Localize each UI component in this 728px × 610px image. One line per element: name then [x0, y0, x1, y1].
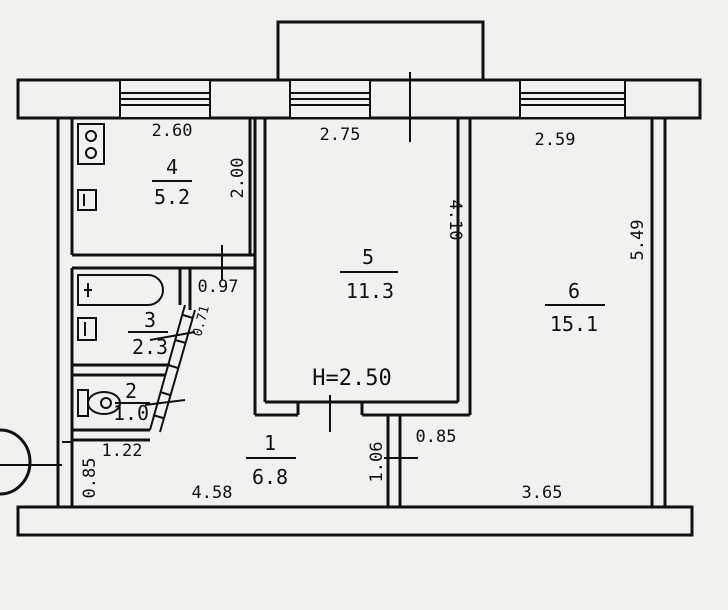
dim-closet-width: 0.85: [416, 427, 457, 447]
svg-text:4: 4: [166, 155, 178, 179]
top-windows: [119, 72, 626, 142]
dim-closet-depth: 1.06: [367, 442, 387, 483]
svg-text:5: 5: [362, 245, 374, 269]
dim-kitchen-width: 2.60: [152, 121, 193, 141]
bottom-exterior-wall: [16, 505, 694, 537]
dim-hall-length: 4.58: [192, 483, 233, 503]
room-5-label: 5 11.3: [340, 245, 398, 303]
dim-entry-width: 0.85: [80, 458, 100, 499]
room-4-label: 4 5.2: [152, 155, 192, 209]
svg-text:1.0: 1.0: [113, 401, 149, 425]
svg-text:2: 2: [125, 379, 137, 403]
ceiling-height: H=2.50: [312, 366, 391, 391]
room-2-label: 2 1.0: [113, 379, 150, 425]
dim-room6-bottom: 3.65: [522, 483, 563, 503]
dim-room5-depth: 4.10: [445, 200, 465, 241]
svg-text:6.8: 6.8: [252, 465, 288, 489]
kitchen-sink-icon: [77, 189, 97, 211]
svg-text:2.3: 2.3: [132, 335, 168, 359]
stove-icon: [77, 123, 105, 165]
room-6-walls: [650, 118, 667, 507]
bathtub-icon: [77, 274, 164, 306]
entry-marker: [0, 428, 32, 496]
dim-wc-width: 1.22: [102, 441, 143, 461]
dim-room5-width: 2.75: [320, 125, 361, 145]
room-1-label: 1 6.8: [246, 431, 296, 489]
closet-walls: [386, 413, 470, 507]
dim-bath-diagonal: 0.71: [190, 304, 213, 338]
room-3-label: 3 2.3: [128, 308, 168, 359]
svg-text:1: 1: [264, 431, 276, 455]
balcony-outline: [276, 20, 485, 82]
dim-bath-door: 0.97: [198, 277, 239, 297]
diagonal-partition: [144, 304, 196, 433]
washbasin-icon: [77, 317, 97, 341]
left-exterior-wall: [56, 118, 74, 507]
bathroom-walls: [72, 268, 192, 442]
top-exterior-wall: [16, 78, 702, 120]
dim-room6-depth: 5.49: [628, 220, 648, 261]
dim-room6-width: 2.59: [535, 130, 576, 150]
svg-text:5.2: 5.2: [154, 185, 190, 209]
room-4-walls: [72, 118, 255, 270]
room-6-label: 6 15.1: [545, 279, 605, 336]
room-5-walls: [253, 118, 472, 417]
svg-text:3: 3: [144, 308, 156, 332]
dim-kitchen-depth: 2.00: [228, 158, 248, 199]
svg-text:11.3: 11.3: [346, 279, 394, 303]
svg-text:15.1: 15.1: [550, 312, 598, 336]
svg-text:6: 6: [568, 279, 580, 303]
